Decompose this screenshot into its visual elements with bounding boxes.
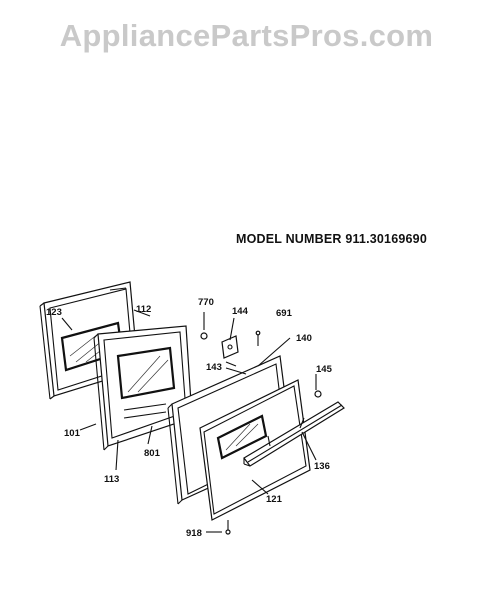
label-144: 144 [232,306,249,317]
label-770: 770 [198,297,214,308]
bracket-144 [221,335,239,359]
label-113: 113 [104,474,119,485]
label-145: 145 [316,364,333,375]
label-918: 918 [186,528,202,539]
leader-lines [61,309,317,533]
label-801: 801 [144,448,161,459]
screw-770 [200,332,208,340]
label-121: 121 [266,494,283,505]
label-112: 112 [136,304,151,315]
door-handle [243,401,345,467]
label-101: 101 [64,428,81,439]
label-691: 691 [276,308,293,319]
model-number-label: MODEL NUMBER 911.30169690 [236,232,427,246]
outer-glass-panel [199,379,311,521]
screw-145 [314,390,322,398]
label-136: 136 [314,461,330,472]
label-140: 140 [296,333,312,344]
label-123: 123 [46,307,62,318]
hardware-parts [200,330,322,535]
label-143: 143 [206,362,222,373]
watermark-text: AppliancePartsPros.com [59,18,434,53]
part-labels: 123 112 770 144 691 140 143 145 101 801 … [46,297,333,539]
